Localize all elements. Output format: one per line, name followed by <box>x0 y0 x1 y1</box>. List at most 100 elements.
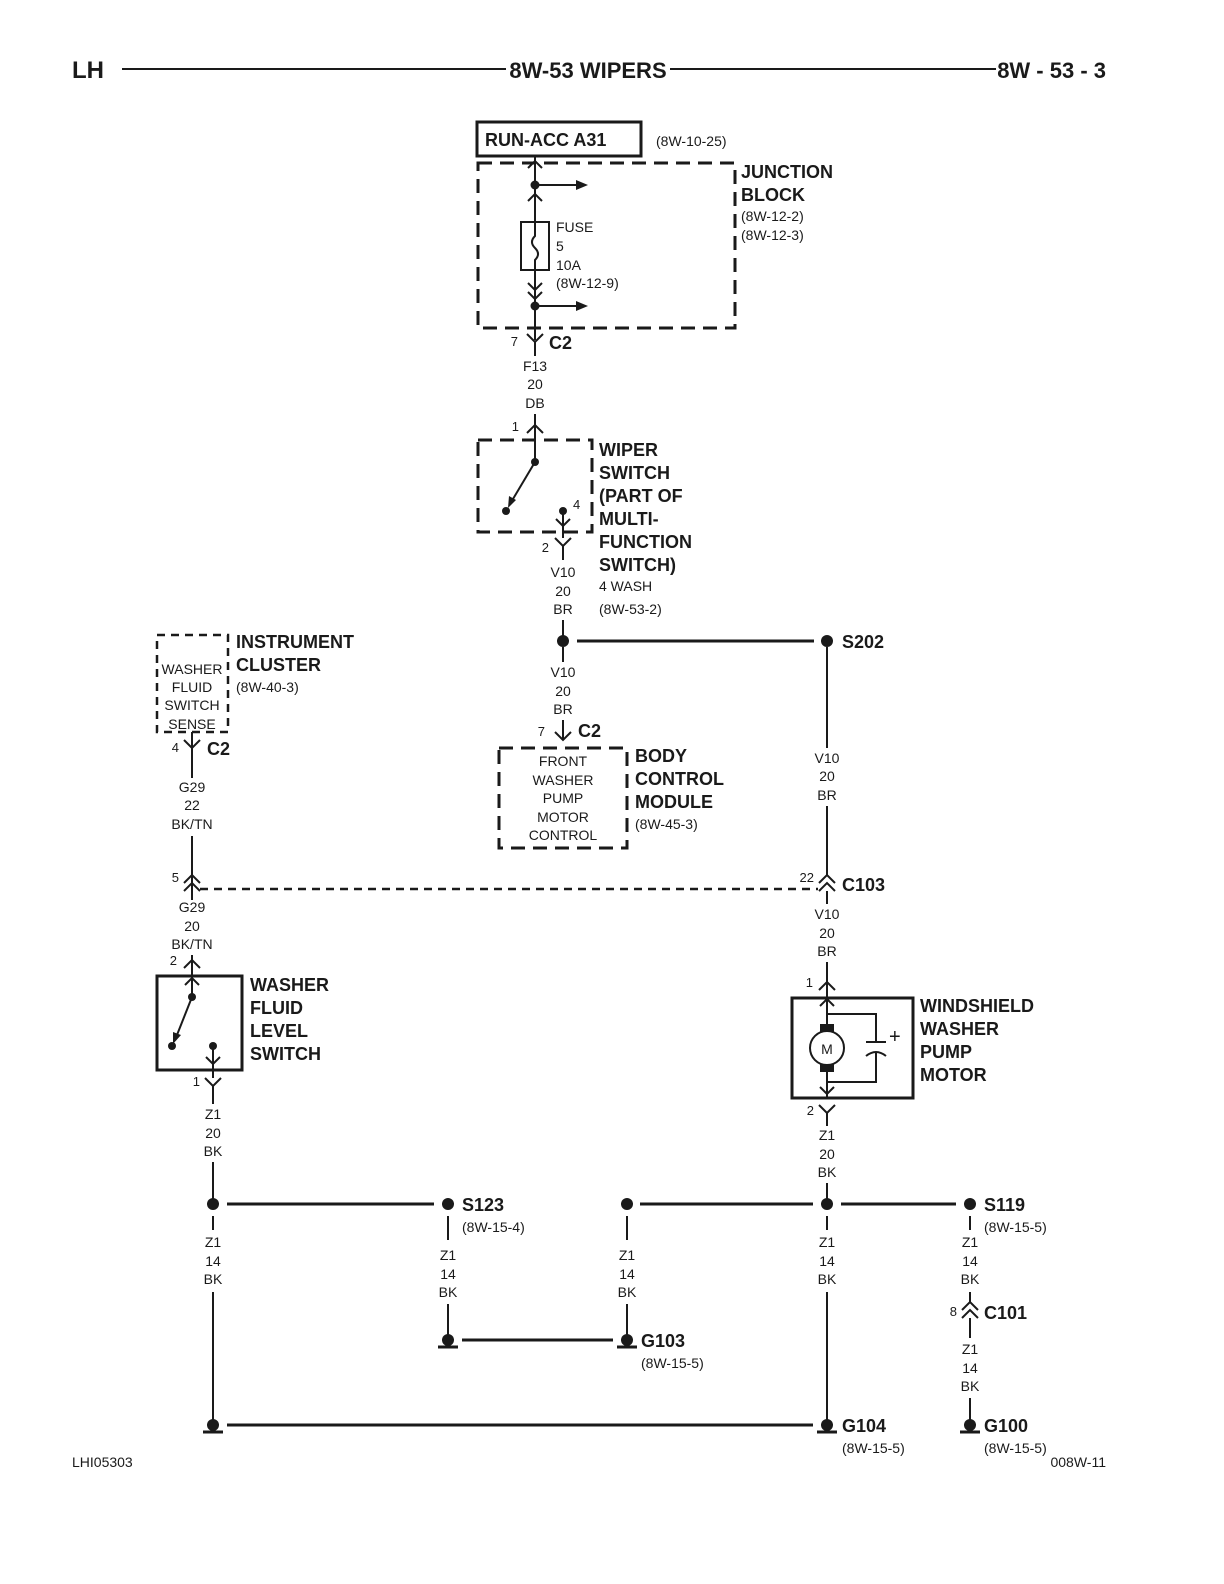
c101-pin: 8 <box>950 1304 957 1319</box>
jb-c2-label: C2 <box>549 333 572 353</box>
level-switch-blade-arrow <box>173 1032 181 1044</box>
z1-pump-color: BK <box>818 1164 837 1180</box>
jb-connector-bottom-2 <box>527 291 543 301</box>
wiper-switch-blade <box>509 461 536 505</box>
c101-connector-b <box>961 1308 979 1319</box>
z1-2-color: BK <box>439 1284 458 1300</box>
level-switch-title-4: SWITCH <box>250 1044 321 1064</box>
wiper-switch-wash: 4 WASH <box>599 578 652 594</box>
wiper-switch-title-4: MULTI- <box>599 509 659 529</box>
c103-pin-right: 22 <box>800 870 814 885</box>
v10-d-color: BR <box>817 943 836 959</box>
bcm-title-2: CONTROL <box>635 769 724 789</box>
v10-a-circuit: V10 <box>551 564 576 580</box>
bcm-title-1: BODY <box>635 746 687 766</box>
wiper-switch-title-1: WIPER <box>599 440 658 460</box>
g100-ref: (8W-15-5) <box>984 1440 1047 1456</box>
page-number: 8W - 53 - 3 <box>997 58 1106 83</box>
jb-connector-top-2 <box>527 192 543 202</box>
v10-a-gauge: 20 <box>555 583 571 599</box>
c103-left-connector-b <box>183 881 201 892</box>
s119-ref: (8W-15-5) <box>984 1219 1047 1235</box>
c101-label: C101 <box>984 1303 1027 1323</box>
cluster-c2-label: C2 <box>207 739 230 759</box>
f13-gauge: 20 <box>527 376 543 392</box>
g104-node <box>821 1419 833 1431</box>
z1-4-color: BK <box>818 1271 837 1287</box>
g29-b-gauge: 20 <box>184 918 200 934</box>
c103-right-connector-b <box>818 881 836 892</box>
fuse-ref: (8W-12-9) <box>556 275 619 291</box>
wiper-switch-title-3: (PART OF <box>599 486 683 506</box>
v10-b-gauge: 20 <box>555 683 571 699</box>
jb-connector-bottom <box>527 282 543 292</box>
s202-label: S202 <box>842 632 884 652</box>
wiper-switch-title-5: FUNCTION <box>599 532 692 552</box>
z1-5-gauge: 14 <box>962 1253 978 1269</box>
bcm-inner-1: FRONT <box>539 753 588 769</box>
pump-title-4: MOTOR <box>920 1065 987 1085</box>
g100-node <box>964 1419 976 1431</box>
s123-node <box>442 1198 454 1210</box>
s119-label: S119 <box>984 1195 1025 1215</box>
z1-1-gauge: 14 <box>205 1253 221 1269</box>
bcm-outline <box>497 746 629 850</box>
c103-label: C103 <box>842 875 885 895</box>
junction-block-ref-2: (8W-12-3) <box>741 227 804 243</box>
v10-c-color: BR <box>817 787 836 803</box>
bcm-title-3: MODULE <box>635 792 713 812</box>
motor-brush-top <box>820 1024 834 1032</box>
g100-label: G100 <box>984 1416 1028 1436</box>
v10-a-color: BR <box>553 601 572 617</box>
wiper-switch-title-6: SWITCH) <box>599 555 676 575</box>
pump-motor-box <box>790 996 915 1100</box>
bcm-c2-label: C2 <box>578 721 601 741</box>
run-acc-box <box>475 120 643 158</box>
c103-left-connector-a <box>183 873 201 884</box>
capacitor-lead-top <box>827 1013 877 1042</box>
cluster-inner-1: WASHER <box>162 661 223 677</box>
z1-5-circuit: Z1 <box>962 1234 979 1250</box>
g104-ref: (8W-15-5) <box>842 1440 905 1456</box>
v10-d-circuit: V10 <box>815 906 840 922</box>
f13-color: DB <box>525 395 544 411</box>
junction-block-title-2: BLOCK <box>741 185 805 205</box>
wiper-switch-title-2: SWITCH <box>599 463 670 483</box>
junction-block-title-1: JUNCTION <box>741 162 833 182</box>
pump-title-3: PUMP <box>920 1042 972 1062</box>
run-acc-label: RUN-ACC A31 <box>485 130 606 150</box>
junction-block-ref-1: (8W-12-2) <box>741 208 804 224</box>
wiper-switch-contact-a <box>502 507 510 515</box>
level-switch-title-3: LEVEL <box>250 1021 308 1041</box>
s123-ref: (8W-15-4) <box>462 1219 525 1235</box>
level-switch-pin2-connector <box>183 958 201 969</box>
header-left: LH <box>72 57 104 84</box>
splice-node-v10 <box>557 635 569 647</box>
wiper-switch-internal-conn <box>555 518 571 528</box>
jb-connector-top <box>527 159 543 169</box>
z1-2-gauge: 14 <box>440 1266 456 1282</box>
wiper-switch-blade-arrow <box>508 496 516 508</box>
g104-label: G104 <box>842 1416 886 1436</box>
footer-right: 008W-11 <box>1050 1454 1106 1470</box>
g29-b-circuit: G29 <box>179 899 206 915</box>
s123-label: S123 <box>462 1195 504 1215</box>
level-switch-box <box>155 974 244 1072</box>
cluster-inner-2: FLUID <box>172 679 212 695</box>
level-switch-blade <box>174 996 193 1041</box>
fuse-number: 5 <box>556 238 564 254</box>
pump-pin1-connector <box>818 980 836 991</box>
v10-b-circuit: V10 <box>551 664 576 680</box>
pump-pin2: 2 <box>807 1103 814 1118</box>
g29-a-color: BK/TN <box>171 816 212 832</box>
splice-node-g103 <box>621 1198 633 1210</box>
bcm-inner-5: CONTROL <box>529 827 598 843</box>
z1-pump-gauge: 20 <box>819 1146 835 1162</box>
z1-2-circuit: Z1 <box>440 1247 457 1263</box>
v10-b-color: BR <box>553 701 572 717</box>
pump-pin2-connector <box>818 1104 836 1115</box>
z1-6-circuit: Z1 <box>962 1341 979 1357</box>
z1-6-gauge: 14 <box>962 1360 978 1376</box>
z1-4-gauge: 14 <box>819 1253 835 1269</box>
